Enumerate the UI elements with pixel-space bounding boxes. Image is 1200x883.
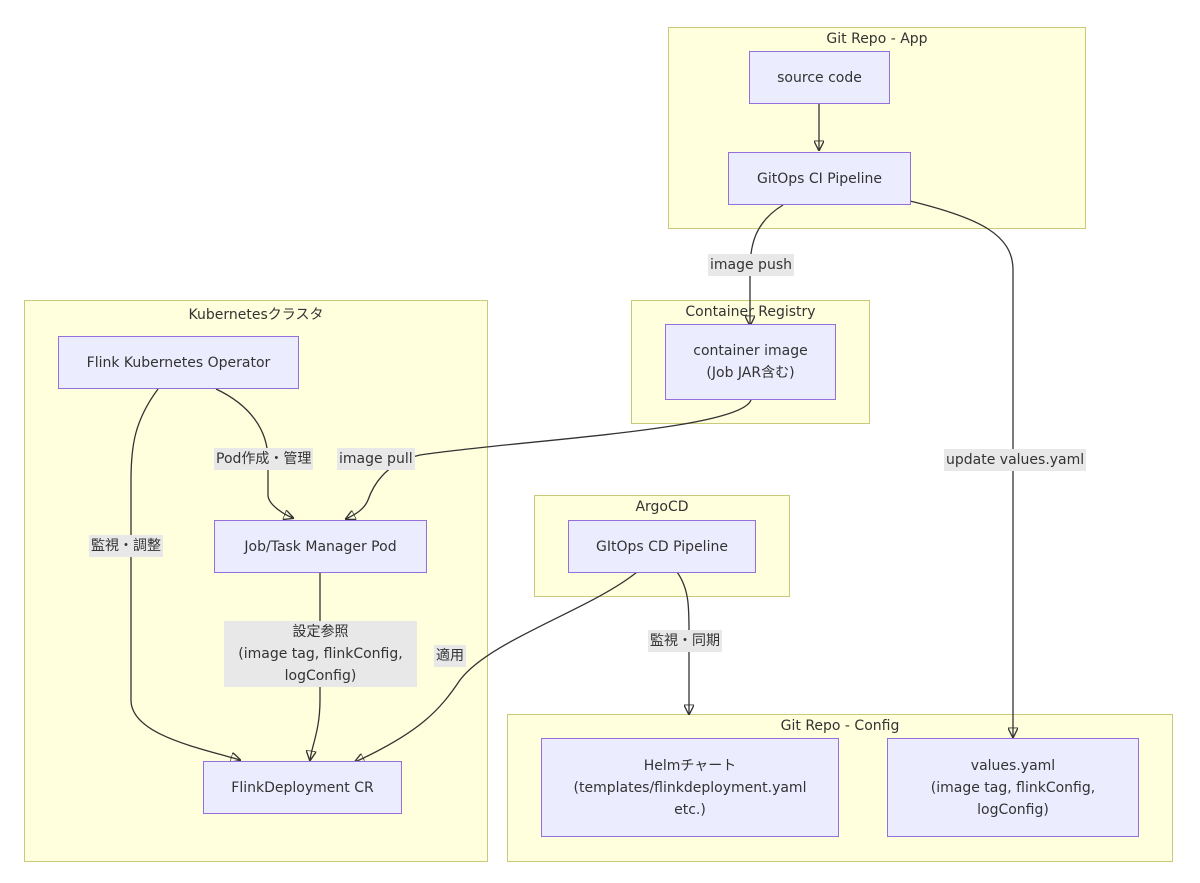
node-label-flink-kubernetes-operator: Flink Kubernetes Operator	[86, 354, 271, 371]
node-label-values-yaml: values.yaml (image tag, flinkConfig, log…	[930, 757, 1096, 818]
node-values-yaml[interactable]: values.yaml (image tag, flinkConfig, log…	[887, 738, 1139, 837]
edge-ci-to-values	[909, 200, 1013, 737]
edge-label-apply: 適用	[434, 645, 466, 667]
node-flinkdeployment-cr[interactable]: FlinkDeployment CR	[203, 761, 402, 814]
node-label-container-image: container image (Job JAR含む)	[693, 343, 808, 381]
edge-image-to-pod	[346, 399, 752, 519]
group-title-argocd: ArgoCD	[635, 499, 689, 515]
edge-label-update-values-yaml: update values.yaml	[944, 449, 1087, 471]
node-flink-kubernetes-operator[interactable]: Flink Kubernetes Operator	[58, 336, 299, 389]
group-title-git-repo-app: Git Repo - App	[826, 31, 928, 47]
node-helm-chart[interactable]: Helmチャート (templates/flinkdeployment.yaml…	[541, 738, 839, 837]
edge-pod-to-cr	[310, 572, 321, 760]
node-label-helm-chart: Helmチャート (templates/flinkdeployment.yaml…	[573, 757, 807, 818]
edge-label-monitor-adjust: 監視・調整	[89, 535, 163, 557]
edge-label-image-pull: image pull	[337, 448, 415, 470]
node-label-flinkdeployment-cr: FlinkDeployment CR	[231, 779, 374, 796]
node-container-image[interactable]: container image (Job JAR含む)	[665, 324, 836, 400]
node-gitops-cd-pipeline[interactable]: GItOps CD Pipeline	[568, 520, 756, 573]
node-label-source-code: source code	[777, 69, 862, 86]
edge-label-monitor-sync: 監視・同期	[648, 630, 722, 652]
edge-label-config-reference: 設定参照 (image tag, flinkConfig, logConfig)	[224, 621, 417, 687]
node-gitops-ci-pipeline[interactable]: GitOps CI Pipeline	[728, 152, 911, 205]
edge-cd-to-cr	[355, 571, 638, 762]
node-label-job-task-manager-pod: Job/Task Manager Pod	[244, 538, 397, 555]
group-title-kubernetes-cluster: Kubernetesクラスタ	[188, 307, 324, 323]
group-title-git-repo-config: Git Repo - Config	[780, 718, 900, 734]
node-source-code[interactable]: source code	[749, 51, 890, 104]
edge-operator-to-cr	[130, 388, 240, 760]
node-label-gitops-ci-pipeline: GitOps CI Pipeline	[756, 170, 883, 187]
node-label-gitops-cd-pipeline: GItOps CD Pipeline	[596, 538, 728, 555]
node-job-task-manager-pod[interactable]: Job/Task Manager Pod	[214, 520, 427, 573]
edge-label-image-push: image push	[708, 254, 794, 276]
edge-label-pod-create-manage: Pod作成・管理	[214, 448, 314, 470]
